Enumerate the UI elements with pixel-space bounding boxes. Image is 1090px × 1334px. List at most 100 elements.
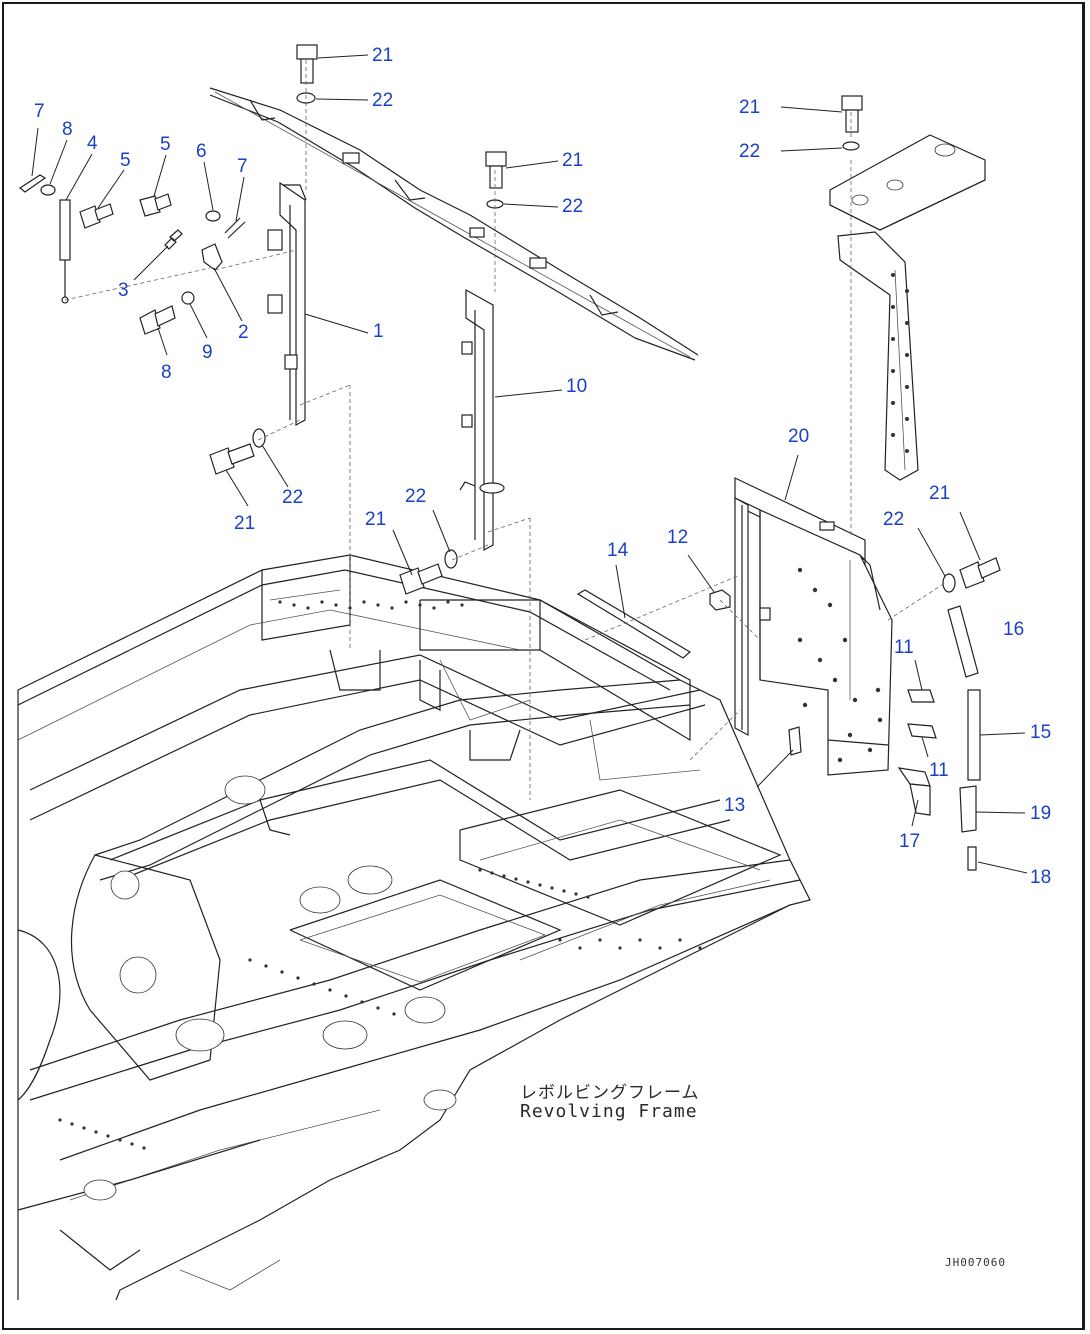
rivet-dot	[478, 868, 482, 872]
rivet-dot	[296, 976, 300, 980]
rivet-dot	[905, 289, 909, 293]
rivet-dot	[817, 657, 823, 663]
callout-21: 21	[372, 45, 394, 66]
rivet-dot	[446, 600, 450, 604]
rivet-dot	[264, 964, 268, 968]
rivet-dot	[82, 1126, 86, 1130]
rivet-dot	[292, 603, 296, 607]
rivet-dot	[802, 702, 808, 708]
rivet-dot	[312, 982, 316, 986]
rivet-dot	[526, 880, 530, 884]
rivet-dot	[432, 606, 436, 610]
callout-6: 6	[196, 141, 207, 162]
callout-21: 21	[234, 513, 256, 534]
rivet-dot	[574, 892, 578, 896]
rivet-dot	[698, 946, 702, 950]
rivet-dot	[490, 871, 494, 875]
rivet-dot	[94, 1130, 98, 1134]
callout-22: 22	[883, 509, 905, 530]
rivet-dot	[344, 994, 348, 998]
callout-14: 14	[607, 540, 629, 561]
callout-9: 9	[202, 342, 213, 363]
rivet-dot	[460, 603, 464, 607]
callout-7: 7	[237, 156, 248, 177]
rivet-dot	[248, 958, 252, 962]
rivet-dot	[58, 1118, 62, 1122]
rivet-dot	[348, 606, 352, 610]
callout-10: 10	[566, 376, 588, 397]
revolving-frame	[17, 554, 811, 1301]
rivet-dot	[558, 938, 562, 942]
callout-7: 7	[34, 101, 45, 122]
rivet-dot	[334, 603, 338, 607]
rivet-dot	[598, 938, 602, 942]
callout-22: 22	[372, 90, 394, 111]
callout-1: 1	[373, 321, 384, 342]
callout-22: 22	[562, 196, 584, 217]
callout-8: 8	[62, 119, 73, 140]
rivet-dot	[905, 385, 909, 389]
callout-8: 8	[161, 362, 172, 383]
rivet-dot	[812, 587, 818, 593]
rivet-dot	[678, 938, 682, 942]
rivet-dot	[376, 1006, 380, 1010]
rivet-dot	[891, 433, 895, 437]
rivet-dot	[638, 938, 642, 942]
rivet-dot	[360, 1000, 364, 1004]
rivet-dot	[658, 946, 662, 950]
upper-frame-rail	[209, 87, 699, 361]
callout-16: 16	[1003, 619, 1025, 640]
callout-leaders	[31, 54, 1028, 874]
callout-21: 21	[929, 483, 951, 504]
rivet-dot	[837, 757, 843, 763]
rivet-dot	[142, 1146, 146, 1150]
bolts-and-washers	[209, 44, 1001, 595]
part-1-post	[267, 181, 307, 427]
rivet-dot	[390, 606, 394, 610]
callout-11: 11	[929, 760, 949, 781]
rivet-dot	[538, 883, 542, 887]
rivet-dot	[392, 1012, 396, 1016]
callout-22: 22	[405, 486, 427, 507]
rivet-dot	[905, 449, 909, 453]
callout-13: 13	[724, 795, 746, 816]
assembly-guides	[257, 60, 946, 800]
rivet-dot	[852, 697, 858, 703]
rivet-dot	[586, 895, 590, 899]
callout-5: 5	[120, 150, 131, 171]
rivet-dot	[106, 1134, 110, 1138]
rivet-dot	[891, 369, 895, 373]
rivet-dot	[891, 401, 895, 405]
callout-4: 4	[87, 133, 98, 154]
rivet-dot	[418, 603, 422, 607]
rivet-dot	[280, 970, 284, 974]
rivet-dot	[320, 600, 324, 604]
callout-22: 22	[282, 487, 304, 508]
rivet-dot	[70, 1122, 74, 1126]
rivet-dot	[130, 1142, 134, 1146]
callout-11: 11	[894, 637, 914, 658]
rivet-dot	[905, 353, 909, 357]
rivet-dot	[562, 889, 566, 893]
rivet-dot	[827, 602, 833, 608]
rivet-dot	[278, 600, 282, 604]
rivet-dot	[905, 417, 909, 421]
callout-21: 21	[739, 97, 761, 118]
rivet-dot	[362, 600, 366, 604]
rivet-dot	[847, 732, 853, 738]
callout-12: 12	[667, 527, 689, 548]
rivet-dot	[514, 877, 518, 881]
rivet-dot	[891, 273, 895, 277]
callout-21: 21	[562, 150, 584, 171]
rivet-dot	[867, 747, 873, 753]
callout-19: 19	[1030, 803, 1052, 824]
rivet-dot	[404, 600, 408, 604]
rivet-dot	[905, 321, 909, 325]
rivet-dot	[118, 1138, 122, 1142]
rivet-dot	[376, 603, 380, 607]
callout-18: 18	[1030, 867, 1052, 888]
drawing-code: JH007060	[945, 1256, 1006, 1269]
